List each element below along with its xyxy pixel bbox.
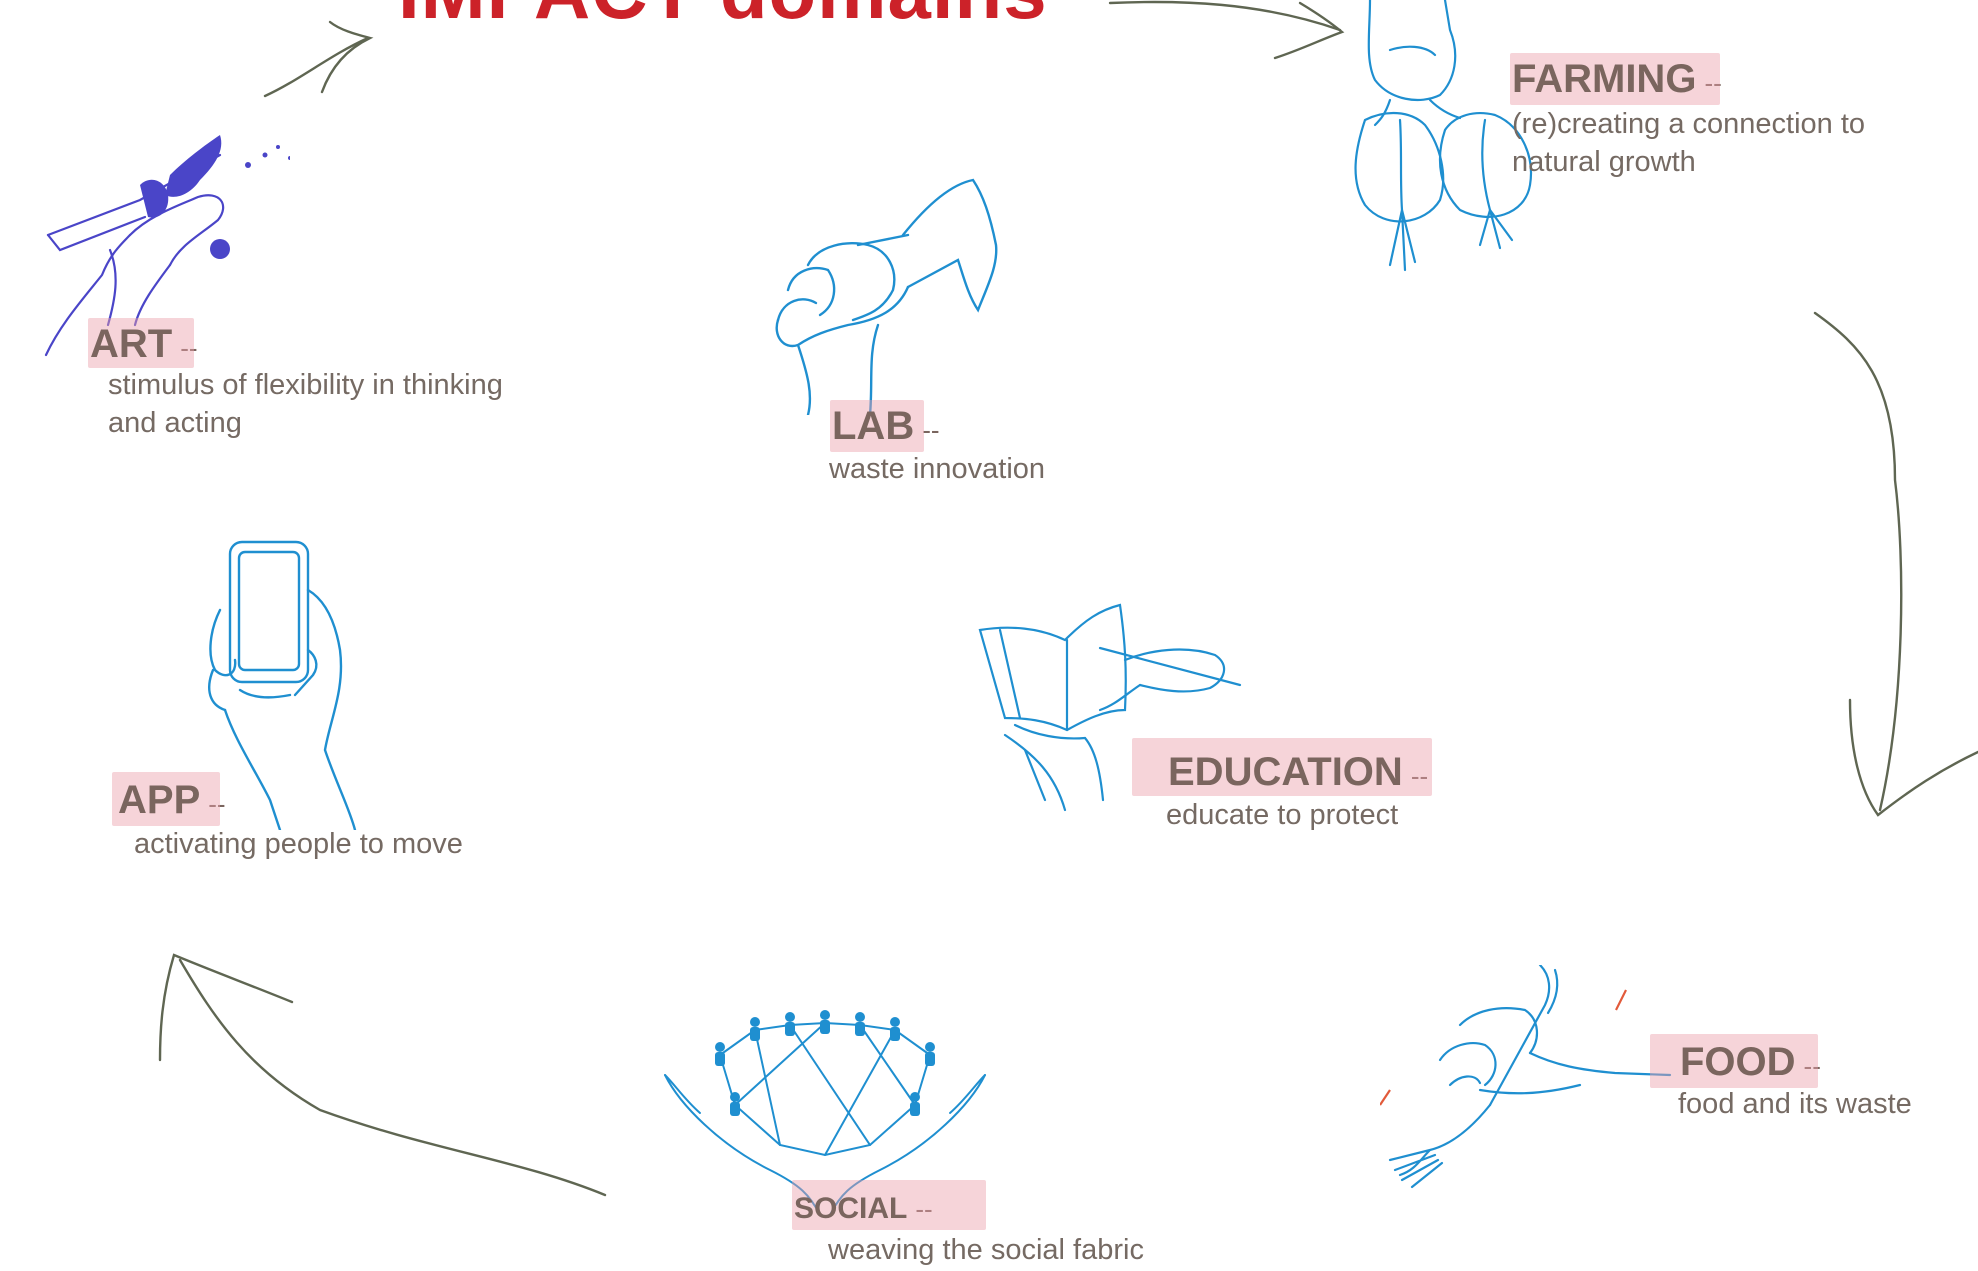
domain-farming-description: (re)creating a connection to natural gro…: [1512, 105, 1865, 181]
garlic-hand-icon: [1354, 0, 1533, 272]
food-highlight: [1650, 1034, 1818, 1088]
domain-social-description: weaving the social fabric: [828, 1231, 1144, 1269]
domain-app: APP--: [112, 772, 226, 826]
arrow-farming-to-food: [1813, 311, 1903, 812]
people-circle-hands-icon: [664, 1010, 986, 1215]
arrow-social-to-app: [178, 958, 607, 1197]
domain-farming-name: FARMING: [1512, 57, 1697, 101]
domain-farming-dash: --: [1704, 68, 1722, 98]
lab-highlight: [830, 400, 924, 452]
domain-lab-desc-line-1: waste innovation: [829, 453, 1046, 485]
domain-education: EDUCATION--: [1132, 738, 1432, 796]
phone-hand-icon: [208, 540, 357, 830]
domain-art-dash: --: [180, 333, 198, 363]
domain-food-description: food and its waste: [1678, 1085, 1912, 1123]
paint-hand-icon: [44, 135, 290, 357]
domain-food-desc-line-1: food and its waste: [1678, 1088, 1912, 1120]
domain-education-desc-line-1: educate to protect: [1166, 799, 1399, 831]
domain-app-desc-line-1: activating people to move: [134, 828, 463, 860]
arrow-head-top-right: [1273, 1, 1345, 60]
domain-farming-desc-line-1: (re)creating a connection to: [1512, 108, 1866, 140]
domain-lab: LAB--: [830, 400, 940, 452]
domain-art-description: stimulus of flexibility in thinking and …: [108, 366, 503, 442]
art-highlight: [88, 318, 194, 368]
domain-lab-description: waste innovation: [829, 450, 1045, 488]
domain-social-dash: --: [915, 1194, 933, 1224]
arrow-title-to-farming: [1108, 0, 1342, 32]
app-highlight: [112, 772, 220, 826]
domain-app-name: APP: [118, 778, 201, 822]
domain-social-desc-line-1: weaving the social fabric: [828, 1234, 1144, 1266]
arrow-head-right: [1848, 698, 1978, 817]
domain-food: FOOD--: [1650, 1034, 1821, 1088]
page-title: IMPACT domains: [398, 0, 1048, 37]
farming-highlight: [1510, 53, 1720, 105]
domain-app-description: activating people to move: [134, 825, 463, 863]
domain-art-desc-line-1: stimulus of flexibility in thinking: [108, 369, 503, 401]
arrow-head-bottom-left: [158, 953, 294, 1062]
domain-farming-desc-line-2: natural growth: [1512, 146, 1696, 178]
domain-education-dash: --: [1410, 761, 1429, 791]
domain-food-name: FOOD: [1680, 1040, 1796, 1084]
domain-app-dash: --: [208, 789, 226, 819]
domain-art: ART--: [88, 318, 198, 368]
domain-food-dash: --: [1803, 1051, 1821, 1081]
domain-lab-name: LAB: [832, 404, 915, 448]
education-highlight: [1132, 738, 1432, 796]
domain-lab-dash: --: [922, 415, 940, 445]
hammer-hand-icon: [775, 178, 998, 415]
domain-education-description: educate to protect: [1166, 796, 1398, 834]
domain-education-name: EDUCATION: [1168, 750, 1403, 794]
domain-art-name: ART: [90, 322, 173, 366]
domain-farming: FARMING--: [1510, 53, 1722, 105]
social-highlight: [792, 1180, 986, 1230]
arrow-art-to-title: [263, 36, 370, 98]
domain-social-name: SOCIAL: [794, 1192, 908, 1225]
fork-hand-icon: [1380, 965, 1672, 1189]
book-writing-icon: [978, 603, 1242, 812]
domain-art-desc-line-2: and acting: [108, 407, 242, 439]
arrow-head-top-left: [320, 20, 374, 94]
domain-social: SOCIAL--: [792, 1180, 986, 1230]
